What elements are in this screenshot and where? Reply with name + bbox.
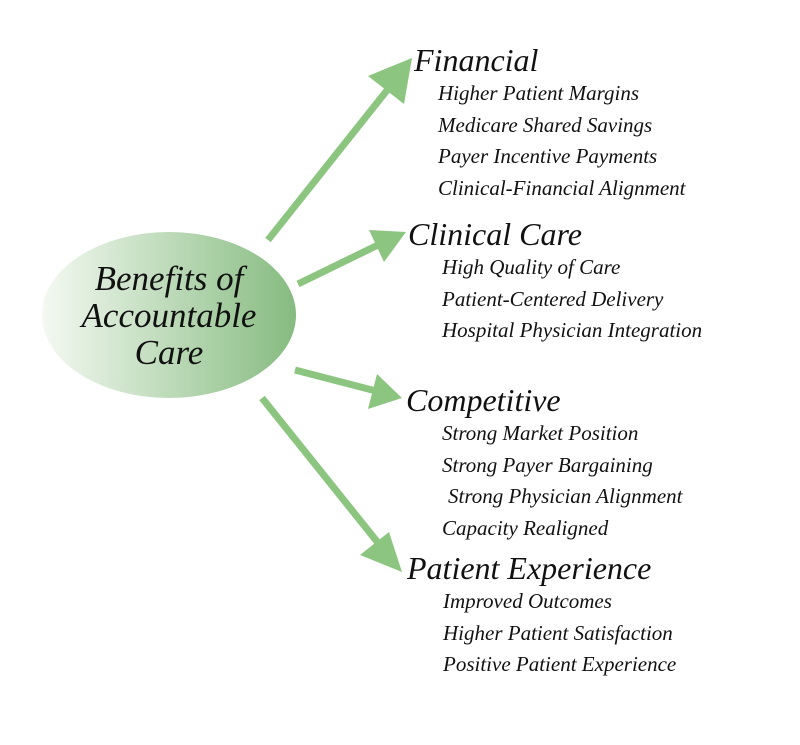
branch-patient-experience: Patient Experience Improved Outcomes Hig… <box>407 550 676 681</box>
arrow-financial <box>265 58 412 243</box>
branch-title: Competitive <box>406 382 561 418</box>
branch-item: Positive Patient Experience <box>443 652 677 676</box>
center-line: Benefits of <box>94 258 244 298</box>
branch-item: Strong Physician Alignment <box>448 484 683 508</box>
branch-item: Payer Incentive Payments <box>438 144 658 168</box>
center-line: Care <box>134 332 204 372</box>
branch-title: Patient Experience <box>407 550 652 586</box>
branch-item: Hospital Physician Integration <box>442 318 703 342</box>
center-label: Benefits of Accountable Care <box>42 232 296 398</box>
branch-item: Patient-Centered Delivery <box>442 286 664 311</box>
branch-clinical-care: Clinical Care High Quality of Care Patie… <box>408 216 702 347</box>
arrow-patient-experience <box>259 395 402 572</box>
branch-competitive: Competitive Strong Market Position Stron… <box>406 382 682 544</box>
branch-item: Higher Patient Margins <box>438 81 640 105</box>
center-line: Accountable <box>81 295 257 335</box>
branch-item: Medicare Shared Savings <box>438 112 653 137</box>
branch-item: Strong Payer Bargaining <box>442 452 653 477</box>
branch-item: Capacity Realigned <box>442 515 609 540</box>
branch-financial: Financial Higher Patient Margins Medicar… <box>414 42 686 204</box>
branch-item: Strong Market Position <box>442 421 639 445</box>
branch-title: Financial <box>414 42 539 78</box>
arrow-clinical-care <box>296 230 406 288</box>
branch-item: Clinical-Financial Alignment <box>438 175 686 200</box>
center-ellipse <box>42 232 296 398</box>
branch-item: Improved Outcomes <box>443 589 612 613</box>
branch-title: Clinical Care <box>408 216 582 252</box>
branch-item: High Quality of Care <box>442 255 621 279</box>
branch-item: Higher Patient Satisfaction <box>443 620 673 645</box>
arrow-competitive <box>294 366 402 409</box>
